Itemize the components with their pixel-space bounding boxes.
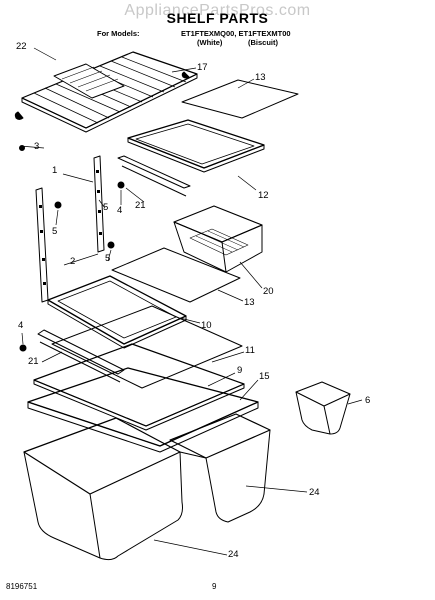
shelf-frame-upper: [117, 119, 265, 197]
document-number: 8196751: [6, 582, 38, 591]
crisper-drawer-left: [23, 417, 183, 561]
callout-21: 21: [28, 356, 39, 367]
callout-11: 11: [245, 345, 255, 356]
callout-20: 20: [263, 286, 274, 297]
page-number: 9: [212, 582, 217, 591]
callout-15: 15: [259, 371, 270, 382]
callout-1: 1: [52, 165, 58, 176]
callout-12: 12: [258, 190, 269, 201]
callout-5: 5: [52, 226, 58, 237]
page-title: SHELF PARTS: [166, 10, 269, 26]
wire-shelf-part: [14, 51, 198, 133]
model-numbers: ET1FTEXMQ00, ET1FTEXMT00: [181, 29, 291, 38]
callout-2: 2: [70, 256, 76, 267]
models-label: For Models:: [97, 29, 140, 38]
color-white-label: (White): [197, 38, 223, 47]
callout-6: 6: [365, 395, 371, 406]
screws-and-clips: [19, 145, 125, 352]
watermark: AppliancePartsPros.com: [124, 2, 311, 19]
color-biscuit-label: (Biscuit): [248, 38, 278, 47]
callout-10: 10: [201, 320, 212, 331]
crisper-cover: [33, 343, 245, 431]
egg-bin-part: [295, 381, 351, 435]
glass-shelf-top: [181, 79, 299, 119]
crisper-frame: [27, 367, 259, 453]
shelf-support-rails: [35, 155, 105, 303]
glass-shelf-middle: [111, 247, 241, 303]
callout-5: 5: [103, 202, 109, 213]
callout-24: 24: [309, 487, 320, 498]
callout-24: 24: [228, 549, 239, 560]
callout-13: 13: [255, 72, 266, 83]
callout-4: 4: [117, 205, 123, 216]
callout-22: 22: [16, 41, 27, 52]
callout-13: 13: [244, 297, 255, 308]
callout-3: 3: [34, 141, 40, 152]
callout-4: 4: [18, 320, 24, 331]
callout-leaders: [19, 47, 363, 556]
callout-5: 5: [105, 253, 111, 264]
callout-21: 21: [135, 200, 146, 211]
deli-drawer-part: [173, 205, 263, 273]
callout-17: 17: [197, 62, 208, 73]
callout-9: 9: [237, 365, 243, 376]
crisper-drawer-right: [169, 413, 271, 523]
